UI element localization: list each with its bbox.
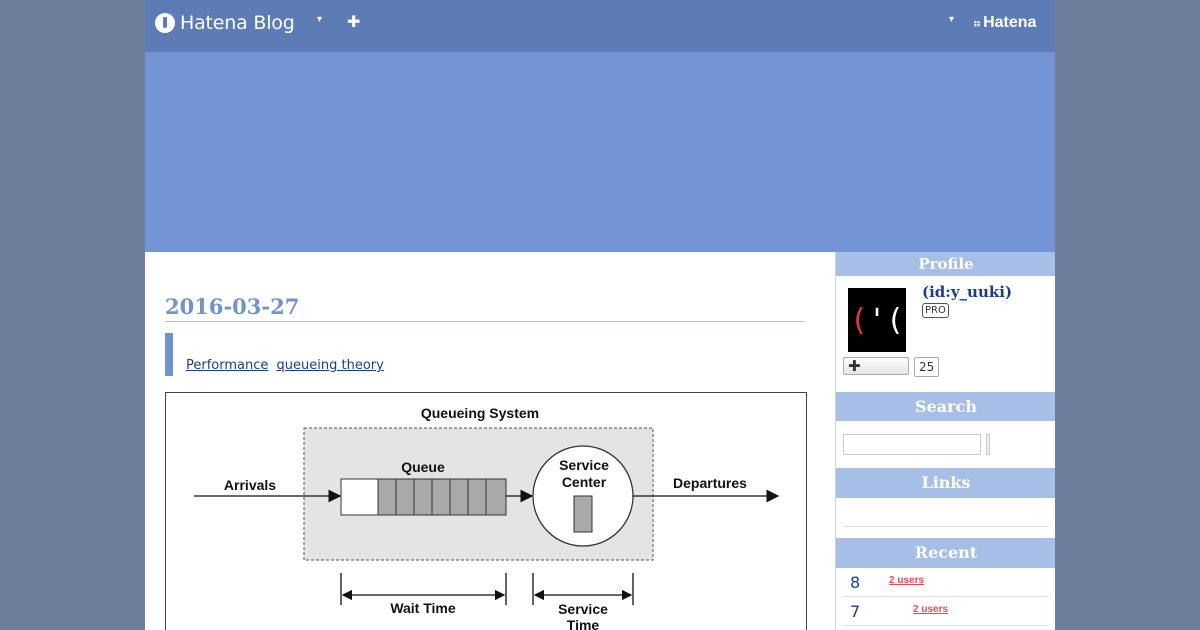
service-time-label-line2: Time bbox=[567, 617, 600, 630]
profile-id-link[interactable]: (id:y_uuki) bbox=[922, 283, 1013, 301]
queue-slot bbox=[413, 478, 433, 516]
diagram-title: Queueing System bbox=[421, 405, 539, 421]
service-job bbox=[573, 495, 593, 533]
service-center-label-line1: Service bbox=[559, 457, 609, 473]
entry-date[interactable]: 2016-03-27 bbox=[165, 294, 805, 322]
bookmark-users-link[interactable]: 2 users bbox=[889, 575, 925, 586]
profile-avatar[interactable]: ('( bbox=[848, 288, 906, 352]
queue-empty-slot bbox=[340, 478, 379, 516]
recent-entry-item[interactable]: 8 2 users bbox=[843, 568, 1049, 597]
blog-page: Hatena Blog ▾ ✚ ▾ ⠶ Hatena 2016-03-27 Pe… bbox=[145, 0, 1055, 630]
departures-label: Departures bbox=[673, 475, 747, 491]
queue-slots bbox=[377, 478, 507, 516]
hatena-blog-logo[interactable]: Hatena Blog bbox=[155, 11, 295, 35]
sidebar: Profile ('( (id:y_uuki) PRO ✚ 25 Search … bbox=[835, 252, 1055, 630]
hatena-blog-logo-icon bbox=[155, 13, 175, 33]
queue-slot bbox=[431, 478, 451, 516]
search-input[interactable] bbox=[843, 434, 981, 455]
avatar-glyph-left: ( bbox=[849, 302, 868, 338]
service-time-label-line1: Service bbox=[558, 601, 608, 617]
main-content: 2016-03-27 Performance queueing theory bbox=[145, 252, 835, 630]
subscriber-count[interactable]: 25 bbox=[914, 357, 940, 377]
brand-label: Hatena Blog bbox=[180, 12, 295, 34]
queue-label: Queue bbox=[401, 459, 445, 475]
entry-categories: Performance queueing theory bbox=[186, 358, 388, 373]
recent-module-title: Recent bbox=[836, 538, 1055, 568]
links-divider bbox=[843, 526, 1049, 527]
category-link-queueing-theory[interactable]: queueing theory bbox=[276, 358, 384, 373]
queue-slot bbox=[377, 478, 397, 516]
wait-time-label: Wait Time bbox=[390, 600, 456, 616]
profile-module-title: Profile bbox=[836, 252, 1055, 276]
queueing-diagram: Queueing System Arrivals Queue Se bbox=[194, 405, 780, 630]
queue-slot bbox=[395, 478, 415, 516]
queueing-system-figure: Queueing System Arrivals Queue Se bbox=[165, 392, 807, 630]
arrivals-label: Arrivals bbox=[224, 477, 276, 493]
recent-entry-number: 8 bbox=[850, 573, 861, 592]
search-module-title: Search bbox=[836, 392, 1055, 421]
subscribe-button[interactable]: ✚ bbox=[843, 357, 909, 375]
blog-header-banner[interactable] bbox=[145, 52, 1055, 252]
global-header: Hatena Blog ▾ ✚ ▾ ⠶ Hatena bbox=[145, 0, 1055, 52]
search-submit-button[interactable] bbox=[986, 434, 990, 455]
pro-badge: PRO bbox=[922, 303, 949, 318]
hatena-logo-icon: ⠶ bbox=[973, 17, 981, 30]
account-chevron-down-icon[interactable]: ▾ bbox=[949, 14, 955, 25]
queue-slot bbox=[449, 478, 469, 516]
queue-slot bbox=[467, 478, 487, 516]
avatar-glyph-mid: ' bbox=[867, 302, 887, 338]
service-center-label-line2: Center bbox=[562, 474, 607, 490]
bookmark-users-link[interactable]: 2 users bbox=[913, 604, 949, 615]
recent-entry-number: 7 bbox=[850, 602, 861, 621]
hatena-logo-link[interactable]: ⠶ Hatena bbox=[973, 14, 1036, 32]
hatena-logo-label: Hatena bbox=[983, 14, 1037, 31]
add-entry-plus-icon[interactable]: ✚ bbox=[347, 12, 361, 31]
recent-entry-item[interactable]: 7 2 users bbox=[843, 597, 1049, 626]
links-module-title: Links bbox=[836, 468, 1055, 498]
category-link-performance[interactable]: Performance bbox=[186, 358, 269, 373]
queue-slot bbox=[485, 478, 507, 516]
avatar-glyph-right: ( bbox=[886, 302, 905, 338]
menu-chevron-down-icon[interactable]: ▾ bbox=[317, 14, 323, 25]
entry-title-accent bbox=[165, 333, 173, 376]
